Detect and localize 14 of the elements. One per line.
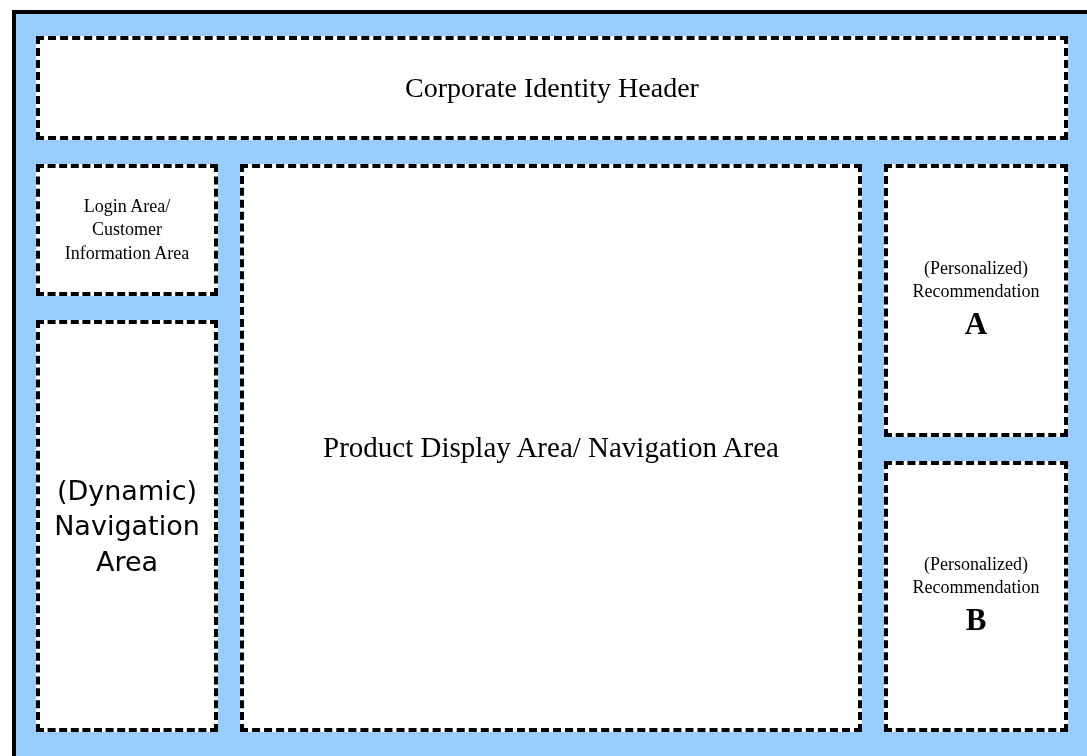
region-letter: A [964, 304, 988, 343]
layout-region [36, 320, 218, 732]
layout-region [884, 461, 1068, 732]
layout-region [240, 164, 862, 732]
region-letter: B [965, 600, 987, 639]
layout-region [884, 164, 1068, 437]
layout-region [36, 36, 1068, 140]
region-label: (Personalized) Recommendation [911, 256, 1041, 304]
region-label: (Dynamic) Navigation Area [53, 474, 201, 579]
region-label: (Personalized) Recommendation [911, 552, 1041, 600]
region-label: Login Area/ Customer Information Area [63, 194, 191, 265]
region-label: Product Display Area/ Navigation Area [323, 430, 779, 466]
region-label: Corporate Identity Header [405, 70, 699, 105]
layout-region [36, 164, 218, 296]
